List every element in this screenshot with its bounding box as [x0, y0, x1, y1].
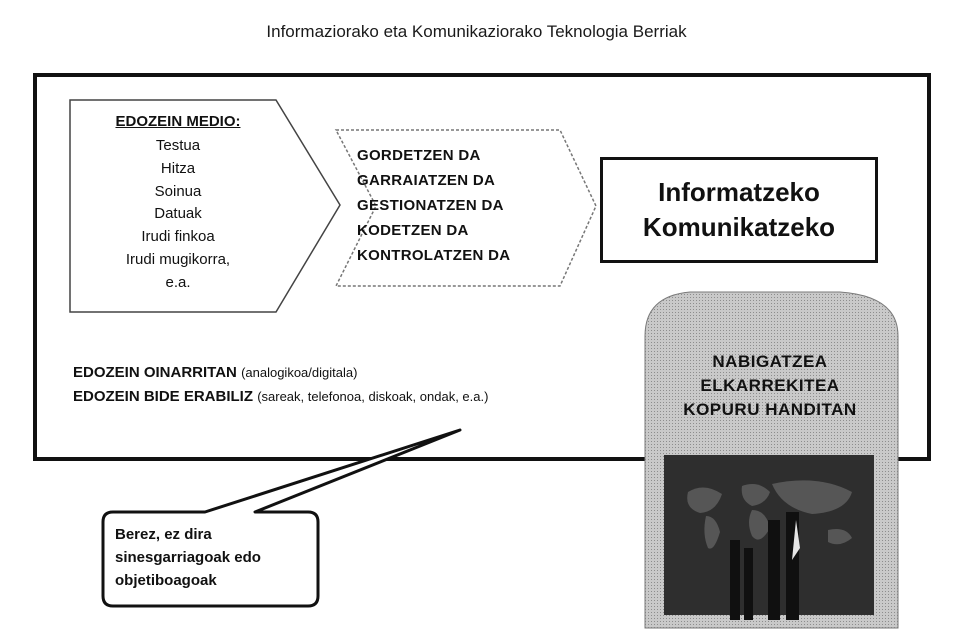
list-item: Testua	[155, 137, 201, 154]
world-map-icon	[687, 480, 852, 549]
goal-line: Informatzeko	[658, 177, 820, 207]
actions-list: GORDETZEN DA GARRAIATZEN DA GESTIONATZEN…	[357, 143, 587, 268]
callout-line: objetiboagoak	[115, 572, 217, 589]
basis-text: EDOZEIN OINARRITAN (analogikoa/digitala)…	[73, 361, 488, 409]
goal-line: Komunikatzeko	[642, 212, 836, 242]
goal-box: Informatzeko Komunikatzeko	[600, 157, 878, 263]
page-title: Informaziorako eta Komunikaziorako Tekno…	[266, 22, 687, 41]
navigation-line: KOPURU HANDITAN	[683, 400, 857, 419]
basis-note: (analogikoa/digitala)	[241, 365, 358, 380]
actions-arrow-shape	[334, 129, 597, 287]
list-item: GARRAIATZEN DA	[357, 172, 496, 189]
callout-text: Berez, ez dira sinesgarriagoak edo objet…	[115, 523, 295, 592]
media-list: Testua Hitza Soinua Datuak Irudi finkoa …	[90, 135, 266, 295]
list-item: Datuak	[154, 205, 202, 223]
list-item: Hitza	[160, 159, 196, 177]
list-item: KODETZEN DA	[357, 222, 469, 239]
callout-line: sinesgarriagoak edo	[115, 549, 261, 566]
media-heading: EDOZEIN MEDIO:	[115, 113, 241, 130]
channel-note: (sareak, telefonoa, diskoak, ondak, e.a.…	[257, 389, 489, 404]
people-silhouette	[730, 512, 800, 620]
callout-line: Berez, ez dira	[115, 526, 212, 543]
list-item: Soinua	[154, 182, 202, 200]
list-item: Irudi finkoa	[141, 228, 215, 246]
channel-label: EDOZEIN BIDE ERABILIZ	[73, 388, 254, 405]
navigation-line: NABIGATZEA	[712, 352, 828, 371]
list-item: KONTROLATZEN DA	[357, 247, 511, 264]
callout-bubble-shape	[101, 428, 462, 608]
list-item: GESTIONATZEN DA	[357, 197, 504, 214]
navigation-text: NABIGATZEA ELKARREKITEA KOPURU HANDITAN	[650, 350, 890, 422]
list-item: Irudi mugikorra,	[125, 250, 231, 268]
basis-label: EDOZEIN OINARRITAN	[73, 364, 237, 381]
navigation-line: ELKARREKITEA	[700, 376, 840, 395]
list-item: GORDETZEN DA	[357, 147, 481, 164]
media-arrow-shape	[69, 99, 341, 313]
list-item: e.a.	[165, 273, 191, 291]
